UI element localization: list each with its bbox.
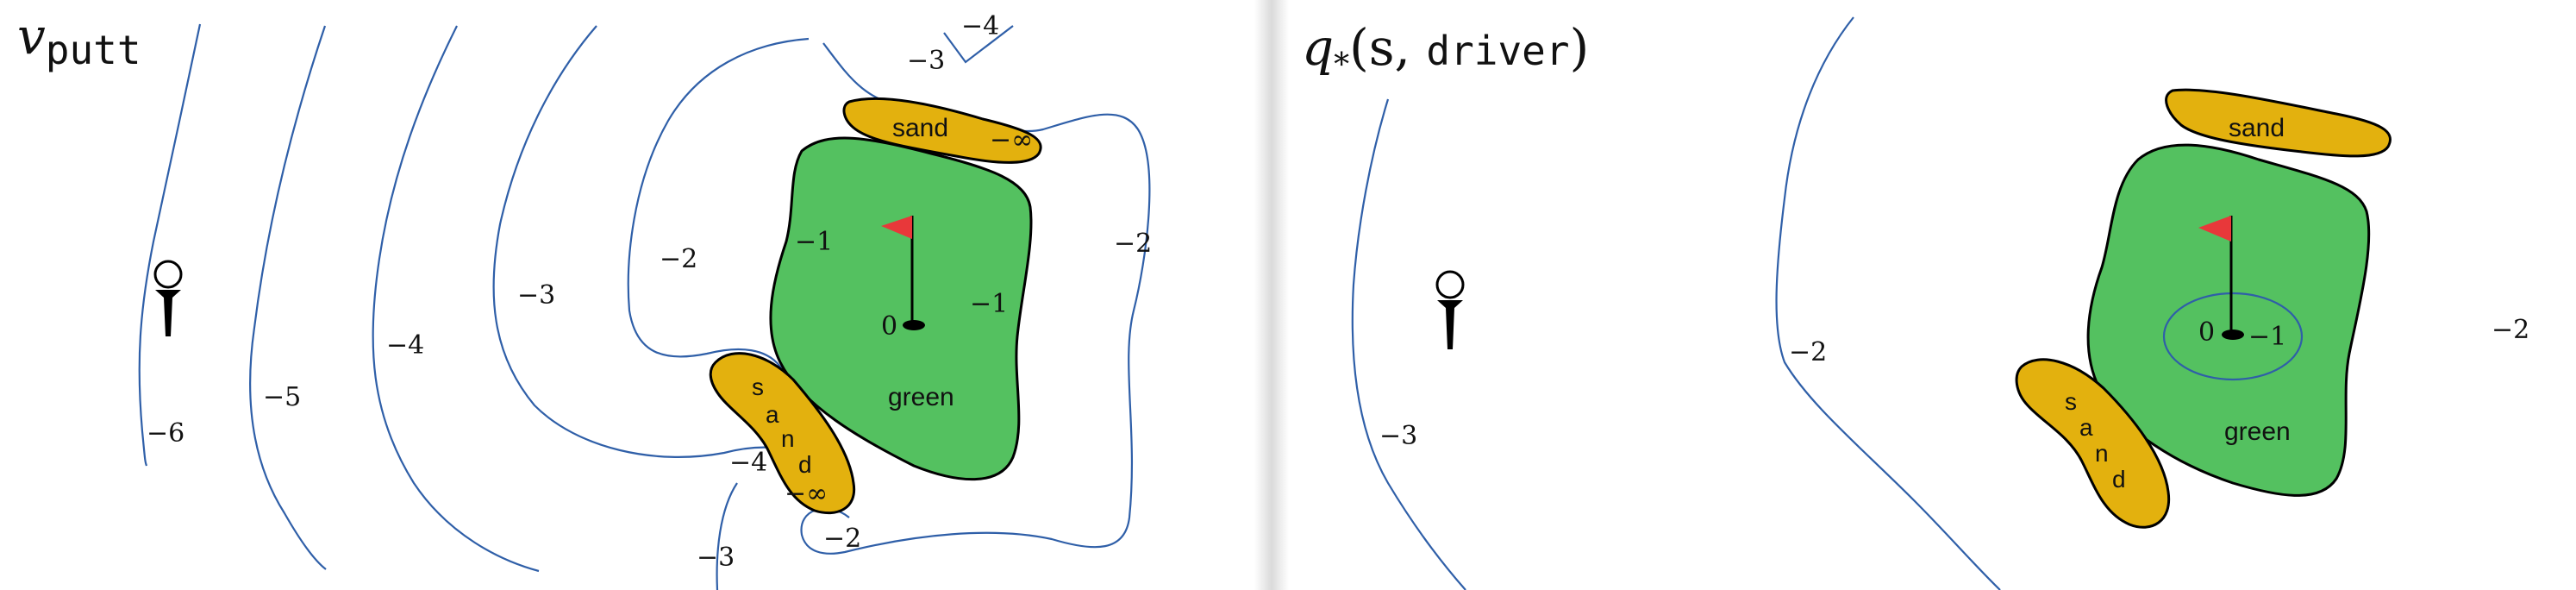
contour-line-minus3 bbox=[492, 25, 828, 467]
sand-bottom-letter-s: s bbox=[2065, 388, 2077, 415]
contour-label: −4 bbox=[386, 330, 424, 361]
contour-label: −3 bbox=[697, 543, 735, 573]
left-panel: vputt sand −∞ green 0 s a n d −∞ bbox=[17, 7, 1152, 590]
sand-bottom-letter-a: a bbox=[766, 401, 779, 428]
hole-value: 0 bbox=[881, 311, 897, 342]
contour-label: −6 bbox=[147, 418, 184, 449]
left-panel-title: vputt bbox=[17, 7, 141, 73]
contour-label: −1 bbox=[795, 227, 833, 257]
flag-icon bbox=[2198, 216, 2244, 340]
sand-trap-bottom bbox=[709, 352, 856, 515]
green-label: green bbox=[888, 383, 954, 411]
right-panel-title: q*(s, driver) bbox=[1302, 18, 1589, 83]
contour-label: −2 bbox=[1114, 229, 1152, 259]
sand-top-label: sand bbox=[2229, 114, 2285, 142]
hole-icon bbox=[903, 320, 925, 330]
sand-trap-top bbox=[2165, 88, 2392, 158]
inner-label: 0 bbox=[2198, 317, 2215, 348]
contour-line-minus6 bbox=[138, 23, 202, 467]
sand-trap-top bbox=[842, 97, 1042, 164]
sand-top-label: sand bbox=[892, 114, 948, 142]
sand-bottom-letter-s: s bbox=[752, 373, 764, 400]
contour-label: −2 bbox=[823, 524, 861, 554]
contour-label: −1 bbox=[970, 289, 1008, 319]
sand-bottom-letter-d: d bbox=[2112, 466, 2126, 493]
contour-line-minus4-top bbox=[943, 25, 1014, 64]
sand-bottom-letter-d: d bbox=[798, 451, 812, 478]
contour-label: −3 bbox=[1379, 421, 1417, 451]
sand-top-value: −∞ bbox=[990, 125, 1033, 155]
sand-bottom-letter-n: n bbox=[781, 425, 795, 452]
contour-label: −4 bbox=[961, 11, 999, 41]
sand-bottom-letter-n: n bbox=[2095, 440, 2109, 467]
contour-line-minus2 bbox=[1775, 16, 2001, 590]
panel-divider bbox=[1254, 0, 1289, 590]
green-label: green bbox=[2224, 417, 2291, 446]
golf-tee-icon bbox=[153, 260, 183, 336]
sand-bottom-value: −∞ bbox=[785, 479, 828, 509]
contour-label: −5 bbox=[263, 382, 301, 412]
right-panel: q*(s, driver) sand green 0 −1 s a n d bbox=[1302, 16, 2529, 590]
hole-icon bbox=[2222, 330, 2244, 340]
sand-trap-bottom bbox=[2015, 358, 2171, 529]
contour-line-minus3-bottom bbox=[716, 482, 738, 590]
golf-tee-icon bbox=[1435, 270, 1465, 349]
putting-green bbox=[769, 136, 1033, 481]
putting-green bbox=[2086, 143, 2371, 497]
contour-label: −3 bbox=[517, 280, 555, 311]
contour-label: −3 bbox=[907, 46, 945, 76]
contour-line-minus5 bbox=[248, 25, 327, 570]
contour-line-minus4 bbox=[372, 25, 540, 573]
contour-line-inner bbox=[2162, 292, 2304, 381]
flag-icon bbox=[881, 216, 925, 330]
contour-label: −4 bbox=[729, 448, 767, 478]
contour-label: −2 bbox=[660, 244, 697, 274]
contour-label: −2 bbox=[2492, 315, 2529, 345]
inner-label: −1 bbox=[2248, 322, 2286, 352]
sand-bottom-letter-a: a bbox=[2079, 414, 2093, 441]
contour-label: −2 bbox=[1789, 337, 1827, 367]
contour-line-minus3 bbox=[1351, 98, 1466, 590]
